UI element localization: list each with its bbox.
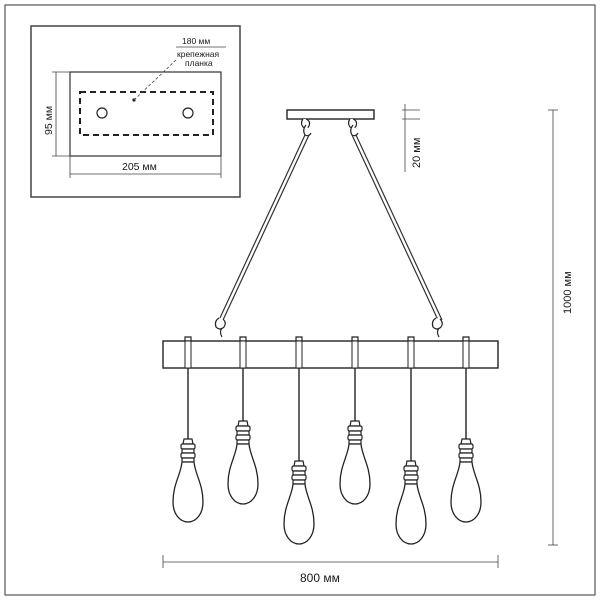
lamp-socket [403, 460, 419, 485]
pendant-lamp [172, 336, 204, 523]
total-width-dimension: 800 мм [162, 555, 499, 585]
screw-hole-right [182, 107, 194, 119]
plate-height-label: 95 мм [43, 106, 55, 135]
mounting-plate-inset: 180 мм крепежная планка 205 мм 95 мм [30, 25, 241, 198]
callout-leader [133, 59, 177, 101]
cord-wrap [462, 340, 470, 369]
pendant-lamp [395, 336, 427, 545]
cord-loop [184, 336, 192, 341]
canopy-height-label: 20 мм [411, 138, 423, 168]
bar-hook-left [214, 317, 226, 338]
cord-loop [295, 336, 303, 341]
pendant-group [172, 336, 482, 545]
ceiling-canopy [286, 109, 375, 120]
suspension-cable-left-a [218, 134, 306, 321]
cord-wrap [295, 340, 303, 369]
suspension-cable-right-b [355, 134, 443, 321]
inset-frame [30, 25, 241, 198]
total-height-dimension: 1000 мм [548, 109, 574, 546]
cord-wrap [407, 340, 415, 369]
cord-wrap [351, 340, 359, 369]
mounting-bracket-dashed [79, 91, 214, 136]
pendant-lamp [227, 336, 259, 505]
pendant-lamp [283, 336, 315, 545]
page-border [4, 4, 596, 596]
canopy-hook-right [347, 118, 359, 137]
pendant-lamp [450, 336, 482, 523]
plate-width-label: 205 мм [122, 161, 157, 173]
screw-hole-left [96, 107, 108, 119]
edison-bulb [227, 443, 259, 505]
edison-bulb [450, 461, 482, 523]
edison-bulb [339, 443, 371, 505]
callout-text-line1: крепежная [177, 49, 220, 59]
cord-loop [407, 336, 415, 341]
cord-wrap [184, 340, 192, 369]
fixture [162, 109, 499, 545]
lamp-socket [235, 420, 251, 445]
total-height-label: 1000 мм [562, 271, 574, 314]
wooden-beam [162, 340, 499, 369]
suspension-cable-left-b [222, 134, 310, 321]
bracket-length-label: 180 мм [182, 36, 210, 46]
lamp-socket [347, 420, 363, 445]
cord-loop [239, 336, 247, 341]
edison-bulb [172, 461, 204, 523]
callout-text-line2: планка [185, 58, 213, 68]
canopy-height-dimension: 20 мм [402, 104, 423, 172]
cord-wrap [239, 340, 247, 369]
total-width-label: 800 мм [300, 571, 340, 585]
pendant-lamp [339, 336, 371, 505]
bar-hook-right [431, 317, 443, 338]
canopy-hook-left [300, 118, 312, 137]
cord-loop [462, 336, 470, 341]
lamp-socket [180, 438, 196, 463]
lamp-socket [291, 460, 307, 485]
edison-bulb [395, 483, 427, 545]
cord-loop [351, 336, 359, 341]
suspension-cable-right-a [351, 134, 439, 321]
lamp-socket [458, 438, 474, 463]
mounting-plate [69, 71, 222, 157]
edison-bulb [283, 483, 315, 545]
